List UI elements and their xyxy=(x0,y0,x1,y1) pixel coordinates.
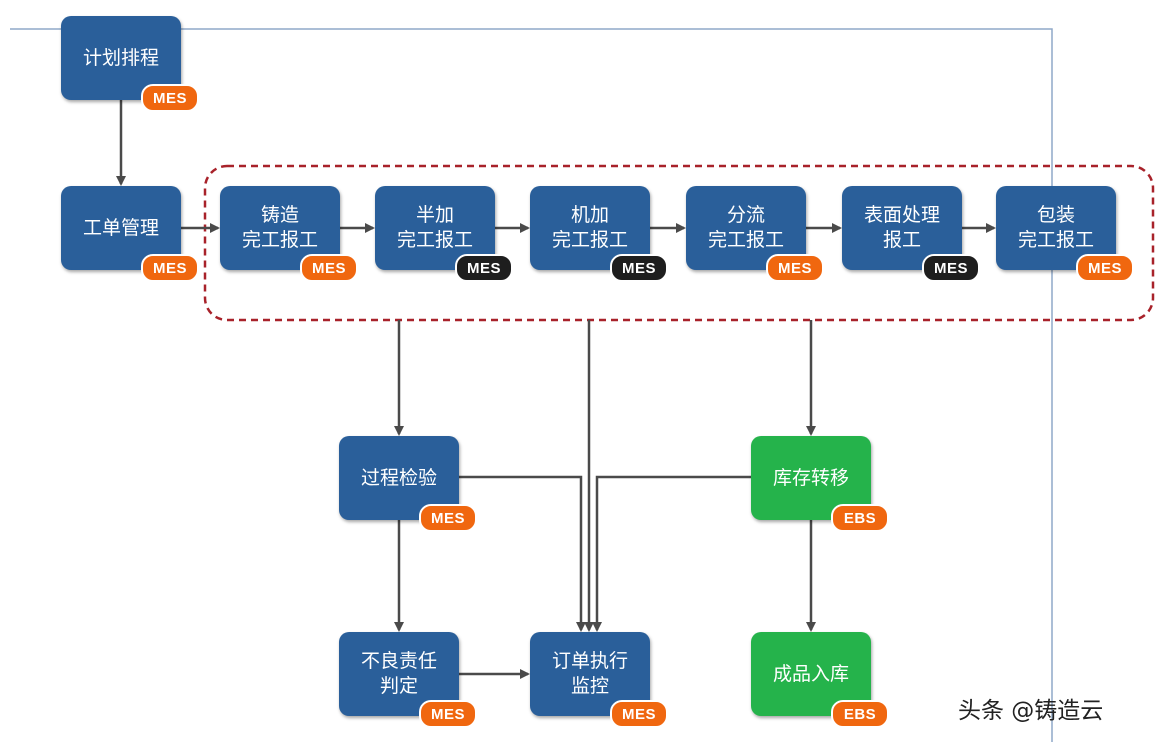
system-badge: MES xyxy=(1076,254,1134,282)
node-label: 订单执行 监控 xyxy=(551,650,628,697)
node-label: 工单管理 xyxy=(82,216,159,239)
node-label: 分流 完工报工 xyxy=(707,204,784,251)
system-badge: MES xyxy=(419,504,477,532)
arrow-transfer-to-monitor xyxy=(592,475,751,632)
system-badge: MES xyxy=(922,254,980,282)
node-label: 铸造 完工报工 xyxy=(241,204,318,251)
node-label: 成品入库 xyxy=(772,662,849,685)
system-badge: MES xyxy=(141,254,199,282)
system-badge: MES xyxy=(419,700,477,728)
node-label: 过程检验 xyxy=(360,466,437,489)
watermark: 头条 @铸造云 xyxy=(958,698,1104,724)
system-badge: MES xyxy=(610,700,668,728)
report-group-border xyxy=(203,164,1155,322)
frame-top-line xyxy=(10,28,1053,742)
node-label: 库存转移 xyxy=(772,466,849,489)
arrow-inspect-to-monitor xyxy=(459,475,586,632)
system-badge: MES xyxy=(610,254,668,282)
system-badge: MES xyxy=(141,84,199,112)
system-badge: EBS xyxy=(831,700,889,728)
node-label: 包装 完工报工 xyxy=(1017,204,1094,251)
node-label: 表面处理 报工 xyxy=(863,204,940,251)
system-badge: MES xyxy=(300,254,358,282)
system-badge: MES xyxy=(455,254,513,282)
node-label: 半加 完工报工 xyxy=(396,204,473,251)
system-badge: EBS xyxy=(831,504,889,532)
node-label: 计划排程 xyxy=(82,46,159,69)
node-label: 不良责任 判定 xyxy=(360,650,437,697)
system-badge: MES xyxy=(766,254,824,282)
node-label: 机加 完工报工 xyxy=(551,204,628,251)
